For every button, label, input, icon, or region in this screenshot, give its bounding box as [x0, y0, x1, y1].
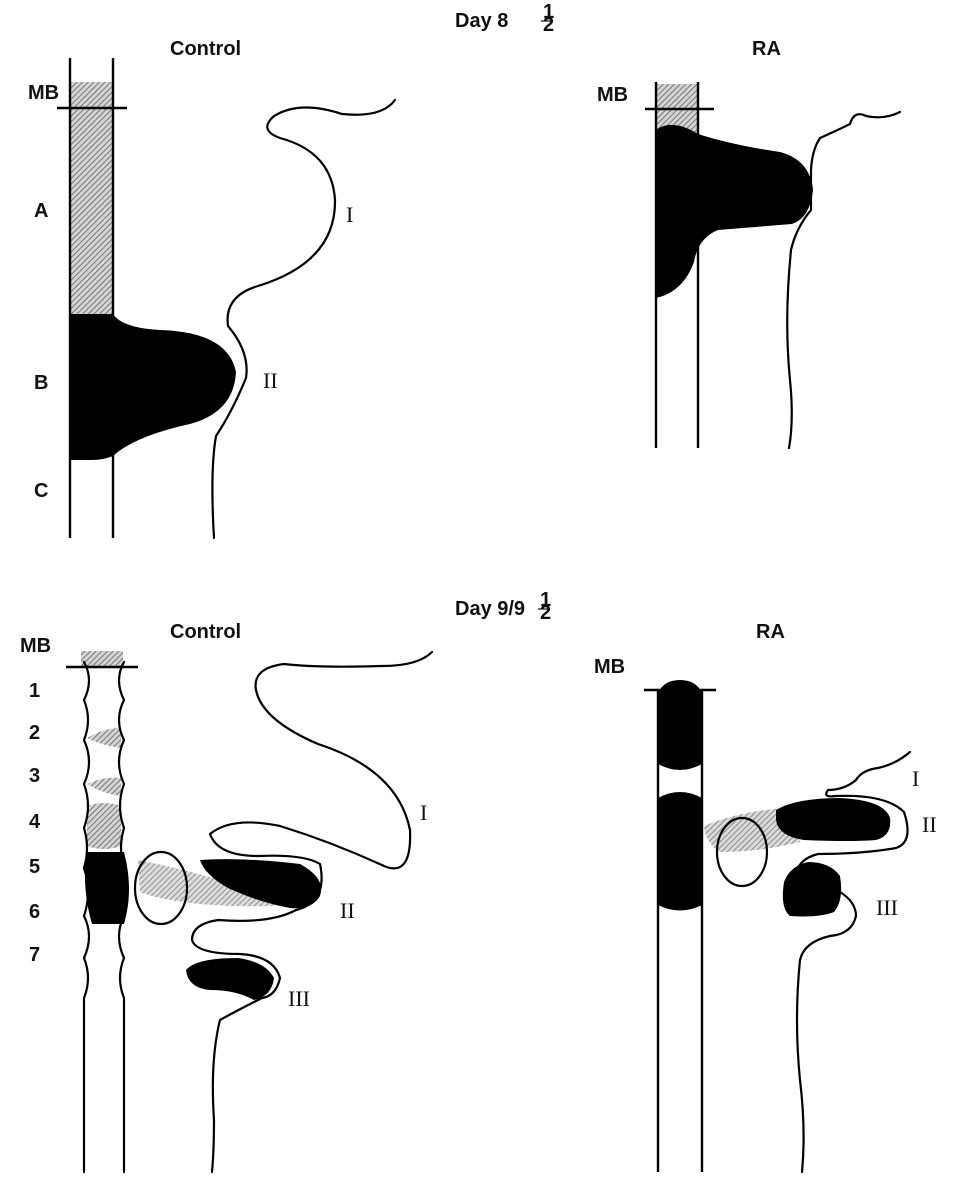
- black-domain-arch-ii: [776, 798, 890, 841]
- panel-day-9: Day 9/9 1 2 Control MB 1 2 3 4 5 6 7: [20, 589, 937, 1172]
- label-rhombomere-5: 5: [29, 856, 40, 878]
- branchial-arch-outline: [192, 652, 432, 1172]
- label-mb: MB: [597, 84, 628, 106]
- heading-control: Control: [170, 621, 241, 643]
- day9-ra-diagram: RA MB I II III: [594, 621, 937, 1172]
- hatched-expression-domain: [70, 82, 113, 314]
- label-rhombomere-3: 3: [29, 765, 40, 787]
- label-arch-i: I: [346, 202, 353, 227]
- label-rhombomere-4: 4: [29, 811, 41, 833]
- svg-text:Day 9/9: Day 9/9: [455, 598, 525, 620]
- panel-title-day-8: Day 8 1 2: [455, 1, 554, 36]
- label-rhombomere-1: 1: [29, 680, 40, 702]
- label-arch-iii: III: [288, 986, 310, 1011]
- heading-control: Control: [170, 38, 241, 60]
- label-arch-iii: III: [876, 895, 898, 920]
- branchial-arch-outline: [787, 112, 900, 448]
- black-expression-domain-caudal: [658, 792, 702, 911]
- panel-title-day-9: Day 9/9 1 2: [455, 589, 551, 624]
- hatched-domain-r4: [87, 803, 121, 849]
- label-rhombomere-7: 7: [29, 944, 40, 966]
- black-expression-domain-rostral: [658, 680, 702, 770]
- label-rhombomere-6: 6: [29, 901, 40, 923]
- svg-text:Day 8: Day 8: [455, 10, 508, 32]
- svg-text:2: 2: [543, 14, 554, 36]
- hatched-domain-r2: [87, 728, 121, 748]
- label-mb: MB: [20, 635, 51, 657]
- svg-text:2: 2: [540, 602, 551, 624]
- label-mb: MB: [594, 656, 625, 678]
- panel-day-8: Day 8 1 2 Control MB A B C I II RA MB: [28, 1, 900, 538]
- day8-control-diagram: Control MB A B C I II: [28, 38, 395, 538]
- black-expression-domain-b: [70, 314, 236, 460]
- label-rhombomere-a: A: [34, 200, 48, 222]
- heading-ra: RA: [756, 621, 785, 643]
- label-arch-i: I: [912, 766, 919, 791]
- label-rhombomere-c: C: [34, 480, 48, 502]
- label-mb: MB: [28, 82, 59, 104]
- day9-control-diagram: Control MB 1 2 3 4 5 6 7: [20, 621, 432, 1172]
- black-domain-arch-iii: [186, 958, 274, 1000]
- label-arch-ii: II: [922, 812, 937, 837]
- hatched-domain-r3: [87, 778, 121, 796]
- label-rhombomere-b: B: [34, 372, 48, 394]
- heading-ra: RA: [752, 38, 781, 60]
- label-arch-ii: II: [263, 368, 278, 393]
- label-rhombomere-2: 2: [29, 722, 40, 744]
- label-arch-i: I: [420, 800, 427, 825]
- branchial-arch-outline: [212, 100, 395, 538]
- hatched-mb-domain: [81, 651, 123, 667]
- day8-ra-diagram: RA MB: [597, 38, 900, 448]
- label-arch-ii: II: [340, 898, 355, 923]
